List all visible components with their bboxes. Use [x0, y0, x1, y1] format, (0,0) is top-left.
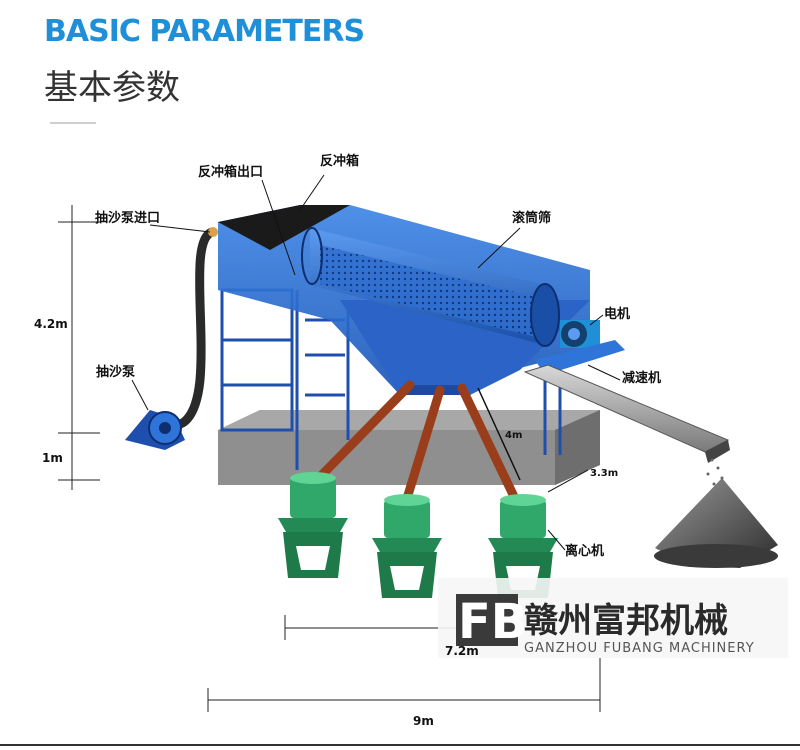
- brand-logo-mark: [456, 594, 518, 646]
- title-divider: [50, 122, 96, 124]
- dim-width-total: 9m: [413, 714, 434, 728]
- label-trommel: 滚筒筛: [512, 210, 551, 226]
- label-backflush-outlet: 反冲箱出口: [198, 164, 263, 180]
- sand-pump: [125, 410, 185, 450]
- page-title-cn: 基本参数: [44, 68, 180, 108]
- brand-name-cn: 赣州富邦机械: [524, 601, 728, 641]
- brand-name-en: GANZHOU FUBANG MACHINERY: [524, 641, 755, 656]
- label-backflush-box: 反冲箱: [320, 153, 359, 169]
- dim-side: 3.3m: [590, 468, 618, 479]
- dim-inner: 4m: [505, 430, 522, 441]
- motor-assembly: [535, 320, 625, 375]
- dim-height-lower: 1m: [42, 451, 63, 465]
- suction-hose: [167, 227, 218, 429]
- brand-logo: FB: [458, 594, 527, 650]
- centrifuge-1: [278, 472, 348, 578]
- slurry-pipes: [307, 380, 523, 510]
- page-title-en: BASIC PARAMETERS: [44, 14, 365, 49]
- dim-width-inner: 7.2m: [445, 644, 479, 658]
- centrifuge-2: [372, 494, 442, 598]
- base-platform: [218, 410, 600, 485]
- dim-height-upper: 4.2m: [34, 317, 68, 331]
- label-pump-inlet: 抽沙泵进口: [95, 210, 160, 226]
- trommel-drum: [301, 227, 560, 347]
- callout-lines: [131, 174, 621, 551]
- label-motor: 电机: [604, 306, 630, 322]
- inner-dimension-line: [477, 387, 521, 481]
- bottom-divider: [0, 744, 800, 746]
- sand-pile: [654, 458, 778, 568]
- label-sand-pump: 抽沙泵: [96, 364, 135, 380]
- label-reducer: 减速机: [622, 370, 661, 386]
- brand-watermark: FB 赣州富邦机械 GANZHOU FUBANG MACHINERY: [438, 578, 788, 658]
- height-dimension-lines: [58, 205, 100, 490]
- discharge-chute: [523, 364, 730, 463]
- label-centrifuge: 离心机: [565, 543, 604, 559]
